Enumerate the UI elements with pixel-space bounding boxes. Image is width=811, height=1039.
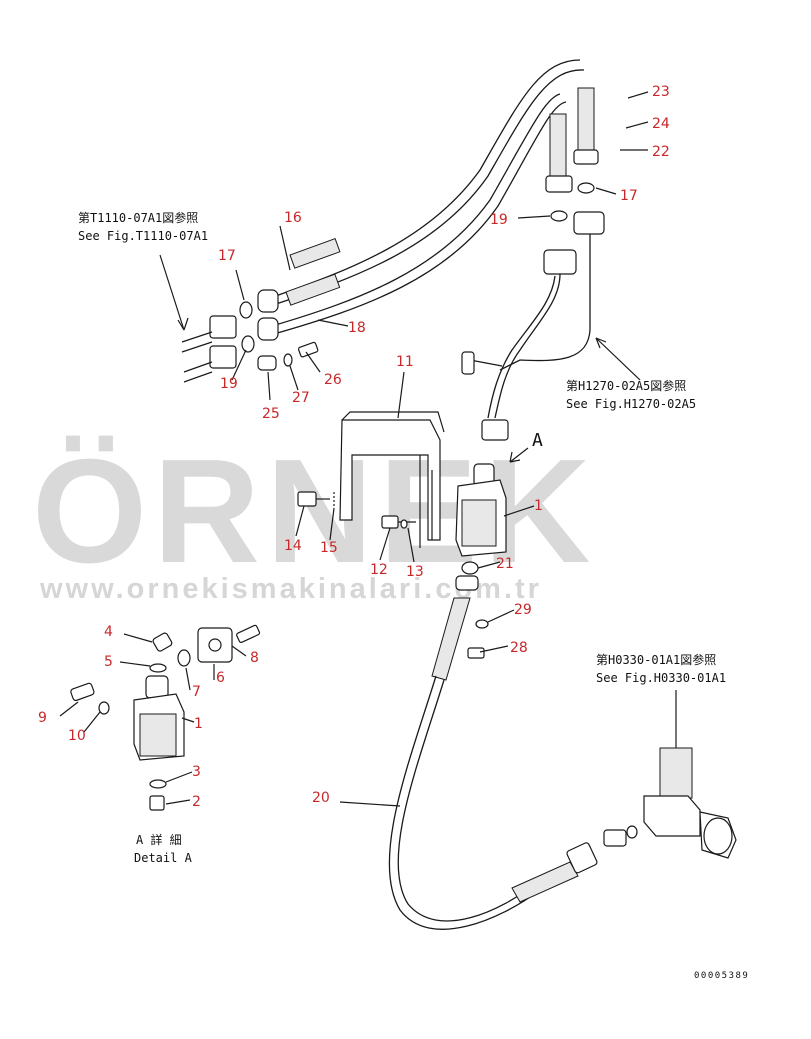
callout-20: 20 bbox=[312, 790, 330, 806]
callout-1-main: 1 bbox=[534, 498, 543, 514]
main-valve-1 bbox=[455, 419, 529, 575]
callout-19-left: 19 bbox=[220, 376, 238, 392]
detail-a-assembly bbox=[70, 624, 261, 811]
detail-title-jp: A 詳 細 bbox=[136, 832, 182, 847]
callout-28: 28 bbox=[510, 640, 528, 656]
callout-6: 6 bbox=[216, 670, 225, 686]
ref-t1110-en: See Fig.T1110-07A1 bbox=[78, 229, 208, 243]
callout-4: 4 bbox=[104, 624, 113, 640]
callout-22: 22 bbox=[652, 144, 670, 160]
callout-2: 2 bbox=[192, 794, 201, 810]
callout-16: 16 bbox=[284, 210, 302, 226]
hose-20 bbox=[388, 575, 598, 930]
drawing-code: 00005389 bbox=[694, 971, 749, 981]
bracket-11 bbox=[339, 411, 445, 548]
callout-5: 5 bbox=[104, 654, 113, 670]
callout-10: 10 bbox=[68, 728, 86, 744]
right-pipe-assembly bbox=[461, 182, 641, 419]
callout-3: 3 bbox=[192, 764, 201, 780]
callout-24: 24 bbox=[652, 116, 670, 132]
detail-title-en: Detail A bbox=[134, 851, 193, 865]
callout-23: 23 bbox=[652, 84, 670, 100]
callout-26: 26 bbox=[324, 372, 342, 388]
callout-17-right: 17 bbox=[620, 188, 638, 204]
callout-27: 27 bbox=[292, 390, 310, 406]
callout-8: 8 bbox=[250, 650, 259, 666]
bottom-right-fittings bbox=[603, 690, 737, 859]
leader-lines bbox=[59, 91, 649, 807]
callout-18: 18 bbox=[348, 320, 366, 336]
ref-h0330-en: See Fig.H0330-01A1 bbox=[596, 671, 726, 685]
callout-12: 12 bbox=[370, 562, 388, 578]
callout-7: 7 bbox=[192, 684, 201, 700]
bolts-12-15 bbox=[297, 491, 416, 529]
callout-14: 14 bbox=[284, 538, 302, 554]
callout-1-detail: 1 bbox=[194, 716, 203, 732]
callout-13: 13 bbox=[406, 564, 424, 580]
callout-29: 29 bbox=[514, 602, 532, 618]
ref-h1270-jp: 第H1270-02A5図参照 bbox=[566, 378, 686, 393]
callout-19-right: 19 bbox=[490, 212, 508, 228]
callout-17-left: 17 bbox=[218, 248, 236, 264]
left-hose-fittings bbox=[159, 254, 237, 383]
ref-t1110-jp: 第T1110-07A1図参照 bbox=[78, 210, 198, 225]
hose-assembly-16-18 bbox=[257, 59, 599, 341]
callout-9: 9 bbox=[38, 710, 47, 726]
seal-and-clamp-parts-left bbox=[239, 301, 319, 371]
watermark: ÖRNEK www.ornekismakinalari.com.tr bbox=[32, 429, 590, 605]
callout-21: 21 bbox=[496, 556, 514, 572]
ref-h0330-jp: 第H0330-01A1図参照 bbox=[596, 652, 716, 667]
callout-15: 15 bbox=[320, 540, 338, 556]
callout-11: 11 bbox=[396, 354, 414, 370]
callout-25: 25 bbox=[262, 406, 280, 422]
view-marker-a: A bbox=[532, 430, 543, 451]
ref-h1270-en: See Fig.H1270-02A5 bbox=[566, 397, 696, 411]
